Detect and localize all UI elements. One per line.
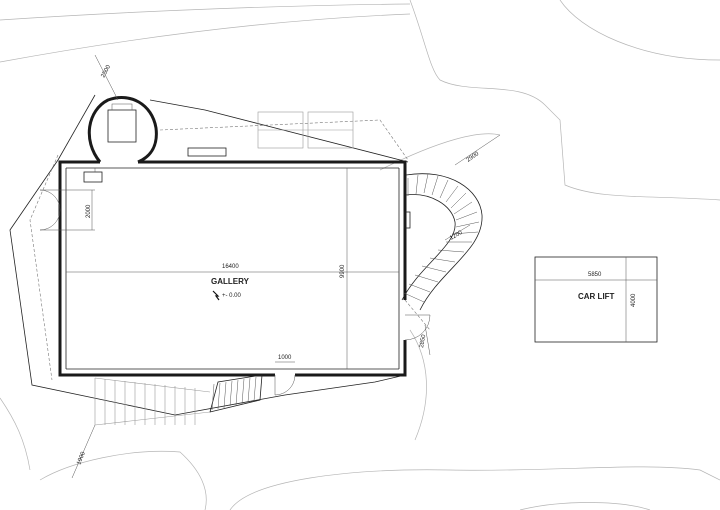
bottom-door xyxy=(274,374,296,396)
dim-gallery-width: 16400 xyxy=(222,264,239,270)
dim-side-door: 2850 xyxy=(419,334,427,349)
dim-elevator-offset: 2500 xyxy=(100,64,112,79)
dim-car-lift-depth: 4000 xyxy=(631,293,637,307)
gallery-label: GALLERY xyxy=(211,277,250,286)
dim-gallery-depth: 9900 xyxy=(340,264,346,278)
dim-door-width: 1000 xyxy=(278,355,292,361)
car-lift-label: CAR LIFT xyxy=(578,292,615,301)
parking-outlines xyxy=(187,111,354,157)
dimension-lines xyxy=(60,54,501,479)
entry-door xyxy=(39,168,103,231)
bottom-stair xyxy=(94,374,263,426)
level-marker: +- 0.00 xyxy=(222,293,242,299)
level-marker-icon xyxy=(212,290,220,301)
car-lift-outline xyxy=(534,256,658,343)
gallery-walls xyxy=(58,160,407,377)
curved-stair xyxy=(401,173,483,311)
elevator-core xyxy=(87,96,158,164)
dim-ramp-offset: 1900 xyxy=(76,451,87,466)
dim-stair-width: 1200 xyxy=(449,230,464,242)
dim-entry-width: 2000 xyxy=(86,204,92,218)
side-door xyxy=(404,299,431,341)
site-outline xyxy=(9,94,409,416)
dim-stair-offset: 2900 xyxy=(466,151,481,164)
dim-car-lift-width: 5850 xyxy=(588,272,602,278)
